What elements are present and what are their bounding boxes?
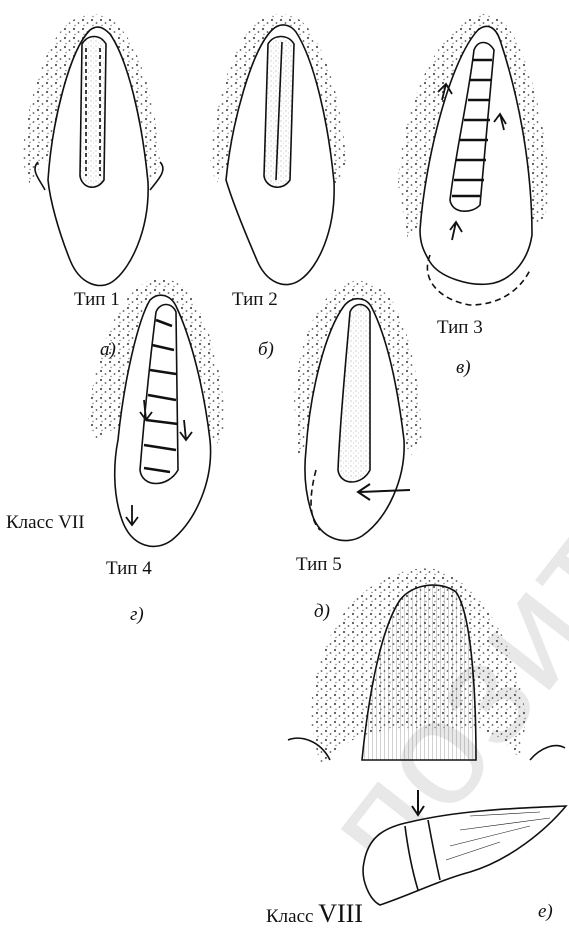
label-class-8-numeral: VIII [318, 899, 363, 928]
tooth-type-1 [22, 14, 163, 285]
label-type-4: Тип 4 [106, 559, 152, 578]
subfig-a: а) [100, 340, 116, 359]
tooth-type-4 [88, 279, 226, 547]
tooth-type-5 [294, 281, 422, 541]
tooth-type-2 [210, 14, 346, 284]
label-class-7: Класс VII [6, 513, 85, 532]
subfig-v: в) [456, 358, 471, 377]
subfig-d: д) [314, 602, 330, 621]
label-type-5: Тип 5 [296, 555, 342, 574]
label-type-1: Тип 1 [74, 290, 120, 309]
tooth-type-3 [398, 14, 550, 305]
label-type-3: Тип 3 [437, 318, 483, 337]
subfig-e: е) [538, 902, 553, 921]
label-type-2: Тип 2 [232, 290, 278, 309]
subfig-b: б) [258, 340, 274, 359]
label-class-8: Класс VIII [266, 901, 363, 927]
label-class-8-prefix: Класс [266, 906, 318, 927]
subfig-g: г) [130, 605, 144, 624]
